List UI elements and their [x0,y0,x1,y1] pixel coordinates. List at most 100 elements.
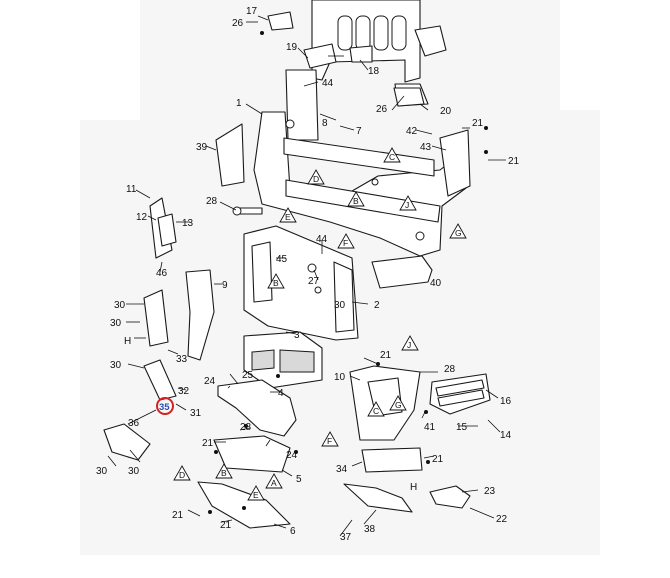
view-triangle-D: D [307,169,325,185]
callout-7: 7 [356,126,362,137]
callout-24-upper: 24 [204,376,216,387]
svg-text:J: J [405,200,409,210]
highlighted-callout-35[interactable]: 35 [156,397,174,415]
fog-lamp-bezel-15 [429,373,491,415]
callout-35: 35 [159,402,170,413]
view-triangle-D-lower: D [173,465,191,481]
callout-40: 40 [430,278,442,289]
view-triangle-B-lower: B [215,463,233,479]
callout-9: 9 [222,280,228,291]
callout-34: 34 [336,464,348,475]
svg-text:B: B [353,196,359,206]
callout-15: 15 [456,422,468,433]
grille-panel-2 [243,225,359,341]
view-triangle-E-upper: E [279,207,297,223]
callout-21-right: 21 [508,156,520,167]
radiator-support-upper [311,0,447,107]
callout-23: 23 [484,486,496,497]
view-triangle-F-upper: F [337,233,355,249]
callout-30-left5: 30 [128,466,140,477]
callout-25: 25 [242,370,254,381]
callout-19: 19 [286,42,298,53]
highlight-ring [156,397,174,415]
view-triangle-B-mid: B [267,273,285,289]
callout-28-mid: 28 [240,422,252,433]
svg-text:A: A [271,478,277,488]
callout-32: 32 [178,386,190,397]
fastener-dots [208,31,488,514]
bolt-28 [232,206,263,216]
svg-text:F: F [343,238,348,248]
svg-text:G: G [395,400,402,410]
callout-21-mid1: 21 [202,438,214,449]
view-label-H-right: H [410,482,417,493]
view-triangle-C-upper: C [383,147,401,163]
callout-30-left4: 30 [96,466,108,477]
svg-text:E: E [285,212,291,222]
callout-37: 37 [340,532,352,543]
callout-16: 16 [500,396,512,407]
grille-bar-37 [343,483,413,513]
fog-lamp-22 [429,485,471,509]
svg-text:C: C [373,406,379,416]
deflector-30 [103,423,151,461]
callout-22: 22 [496,514,508,525]
radiator-support-frame [253,111,471,257]
svg-text:B: B [273,278,279,288]
callout-18: 18 [368,66,380,77]
bracket-32 [143,359,177,401]
callout-20: 20 [440,106,452,117]
callout-24-lower: 24 [286,450,298,461]
callout-11: 11 [126,184,137,195]
callout-30-left3: 30 [110,360,122,371]
view-triangle-F-lower: F [321,431,339,447]
callout-42: 42 [406,126,418,137]
callout-30-left1: 30 [114,300,126,311]
deflector-39 [215,123,245,187]
callout-28-right: 28 [444,364,456,375]
callout-21-right2: 21 [432,454,444,465]
callout-6: 6 [290,526,296,537]
view-label-H-left: H [124,336,131,347]
callout-30-mid: 30 [334,300,346,311]
bracket-9 [185,269,215,361]
callout-21-right1: 21 [380,350,392,361]
callout-31: 31 [190,408,202,419]
view-triangle-G-right: G [389,395,407,411]
callout-39: 39 [196,142,208,153]
svg-text:E: E [253,490,259,500]
air-baffle-13 [149,197,177,259]
callout-38: 38 [364,524,376,535]
svg-text:D: D [179,470,185,480]
headlamp-40 [371,255,433,289]
svg-text:H: H [124,336,131,347]
view-triangle-B-upper: B [347,191,365,207]
callout-2: 2 [374,300,380,311]
callout-36: 36 [128,418,140,429]
lower-valance-6 [197,481,291,529]
callout-33: 33 [176,354,188,365]
callout-21-low1: 21 [172,510,184,521]
callout-5: 5 [296,474,302,485]
callout-44: 44 [322,78,334,89]
callout-26: 26 [232,18,244,29]
svg-text:D: D [313,174,319,184]
svg-text:J: J [407,340,411,350]
view-triangle-C-right: C [367,401,385,417]
svg-text:C: C [389,152,395,162]
callout-3: 3 [294,330,300,341]
bracket-33 [143,289,169,347]
callout-44-mid: 44 [316,234,328,245]
svg-text:G: G [455,228,462,238]
view-triangle-A-lower: A [265,473,283,489]
callout-41: 41 [424,422,436,433]
callout-21-top: 21 [472,118,484,129]
callout-30-left2: 30 [110,318,122,329]
callout-13: 13 [182,218,194,229]
callout-46: 46 [156,268,168,279]
grille-lower-3 [243,331,323,389]
callout-8: 8 [322,118,328,129]
callout-21-low2: 21 [220,520,232,531]
svg-text:H: H [410,482,417,493]
callout-12: 12 [136,212,148,223]
